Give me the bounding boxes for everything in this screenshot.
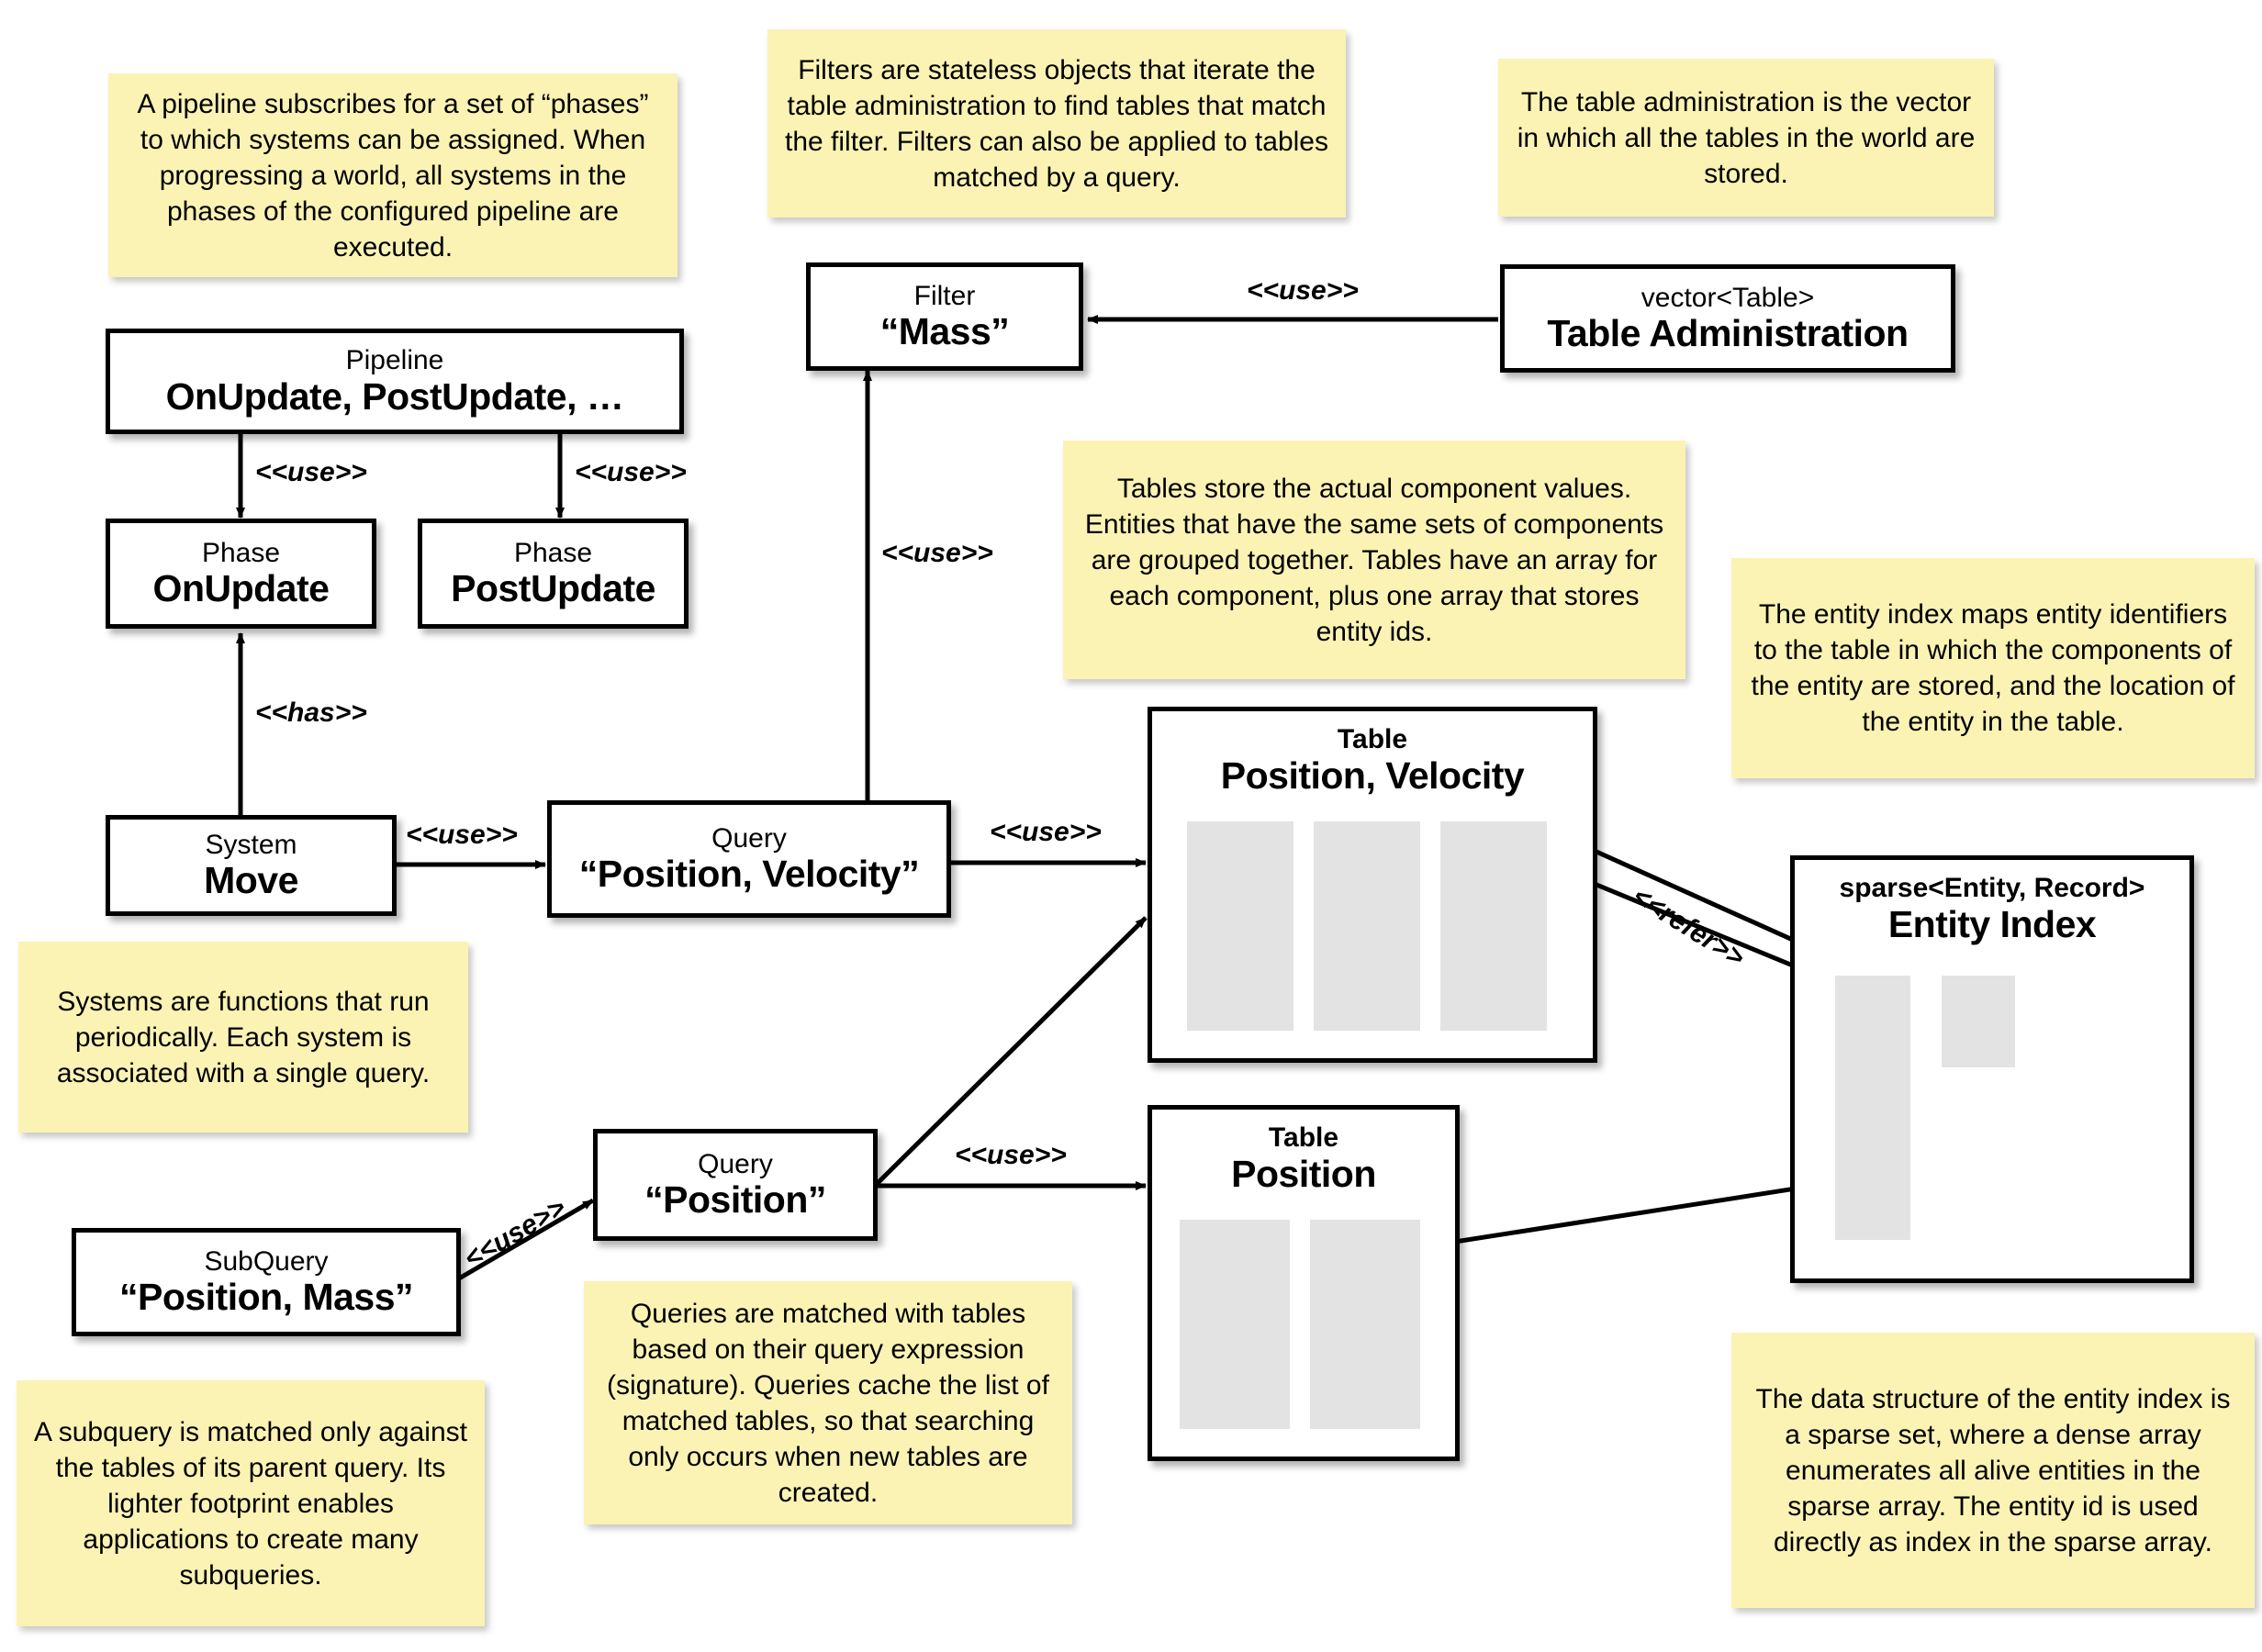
table-position-velocity-title: Position, Velocity (1220, 753, 1525, 797)
label-entityindex-refers-table: <<refer>> (1627, 881, 1751, 974)
box-pipeline-title: OnUpdate, PostUpdate, … (165, 374, 624, 418)
box-table-position-velocity[interactable]: Table Position, Velocity (1148, 707, 1597, 1063)
label-querypos-uses-table-pos: <<use>> (955, 1140, 1067, 1170)
box-query-position-velocity-title: “Position, Velocity” (578, 853, 920, 896)
box-subquery-title: “Position, Mass” (118, 1276, 414, 1319)
note-sparse-set: The data structure of the entity index i… (1731, 1333, 2255, 1608)
box-filter-mass-title: “Mass” (879, 310, 1010, 353)
box-subquery-stereotype: SubQuery (204, 1245, 329, 1277)
table-column (1440, 821, 1547, 1031)
note-queries: Queries are matched with tables based on… (584, 1281, 1072, 1524)
box-phase-onupdate-stereotype: Phase (201, 537, 281, 568)
box-subquery-position-mass[interactable]: SubQuery “Position, Mass” (72, 1228, 461, 1336)
box-table-administration[interactable]: vector<Table> Table Administration (1500, 264, 1955, 373)
box-system-move-title: Move (204, 859, 298, 902)
box-table-position[interactable]: Table Position (1148, 1105, 1460, 1461)
box-pipeline-stereotype: Pipeline (345, 345, 444, 376)
table-position-velocity-columns (1187, 821, 1563, 1031)
table-position-columns (1180, 1220, 1428, 1429)
note-pipeline: A pipeline subscribes for a set of “phas… (108, 73, 677, 277)
note-filters: Filters are stateless objects that itera… (767, 29, 1346, 218)
label-query-uses-filter: <<use>> (881, 538, 993, 568)
box-system-move-stereotype: System (205, 829, 297, 860)
box-query-position-velocity-stereotype: Query (711, 822, 787, 854)
box-entity-index[interactable]: sparse<Entity, Record> Entity Index (1790, 855, 2194, 1283)
box-query-position-velocity[interactable]: Query “Position, Velocity” (547, 800, 951, 918)
box-system-move[interactable]: System Move (106, 815, 397, 916)
note-systems: Systems are functions that run periodica… (18, 942, 468, 1133)
table-position-title: Position (1231, 1152, 1376, 1195)
table-position-stereotype: Table (1268, 1122, 1339, 1153)
note-subquery: A subquery is matched only against the t… (17, 1380, 485, 1626)
table-position-velocity-stereotype: Table (1337, 724, 1408, 754)
box-phase-postupdate-stereotype: Phase (513, 537, 593, 568)
note-tables: Tables store the actual component values… (1063, 441, 1685, 679)
table-column (1314, 821, 1420, 1031)
note-table-administration: The table administration is the vector i… (1498, 59, 1994, 217)
label-subquery-uses-query: <<use>> (459, 1192, 571, 1275)
box-table-administration-title: Table Administration (1547, 312, 1909, 355)
box-phase-onupdate[interactable]: Phase OnUpdate (106, 519, 376, 629)
box-query-position-stereotype: Query (698, 1148, 773, 1179)
label-pipeline-onupdate-use: <<use>> (255, 457, 367, 487)
note-entity-index: The entity index maps entity identifiers… (1731, 558, 2255, 778)
box-phase-postupdate[interactable]: Phase PostUpdate (418, 519, 689, 629)
label-query-uses-table-posvel: <<use>> (990, 817, 1102, 847)
entity-index-header: sparse<Entity, Record> Entity Index (1795, 860, 2189, 946)
entity-index-title: Entity Index (1887, 902, 2097, 945)
box-filter-mass-stereotype: Filter (913, 280, 976, 311)
box-filter-mass[interactable]: Filter “Mass” (806, 262, 1083, 371)
entity-index-stereotype: sparse<Entity, Record> (1839, 873, 2145, 903)
table-position-header: Table Position (1152, 1110, 1455, 1196)
table-position-velocity-header: Table Position, Velocity (1152, 711, 1593, 798)
table-column (1180, 1220, 1290, 1429)
sparse-array-block (1835, 976, 1910, 1240)
dense-array-block (1942, 976, 2015, 1067)
box-phase-onupdate-title: OnUpdate (152, 567, 330, 610)
box-query-position-title: “Position” (644, 1178, 826, 1222)
label-system-uses-query: <<use>> (406, 820, 518, 850)
box-query-position[interactable]: Query “Position” (593, 1129, 878, 1241)
table-column (1310, 1220, 1420, 1429)
box-phase-postupdate-title: PostUpdate (451, 567, 655, 610)
label-tableadmin-uses-filter: <<use>> (1247, 275, 1359, 306)
box-table-administration-stereotype: vector<Table> (1641, 282, 1815, 313)
box-pipeline[interactable]: Pipeline OnUpdate, PostUpdate, … (106, 329, 684, 434)
label-system-has-phase: <<has>> (255, 698, 367, 728)
label-pipeline-postupdate-use: <<use>> (575, 457, 687, 487)
table-column (1187, 821, 1293, 1031)
